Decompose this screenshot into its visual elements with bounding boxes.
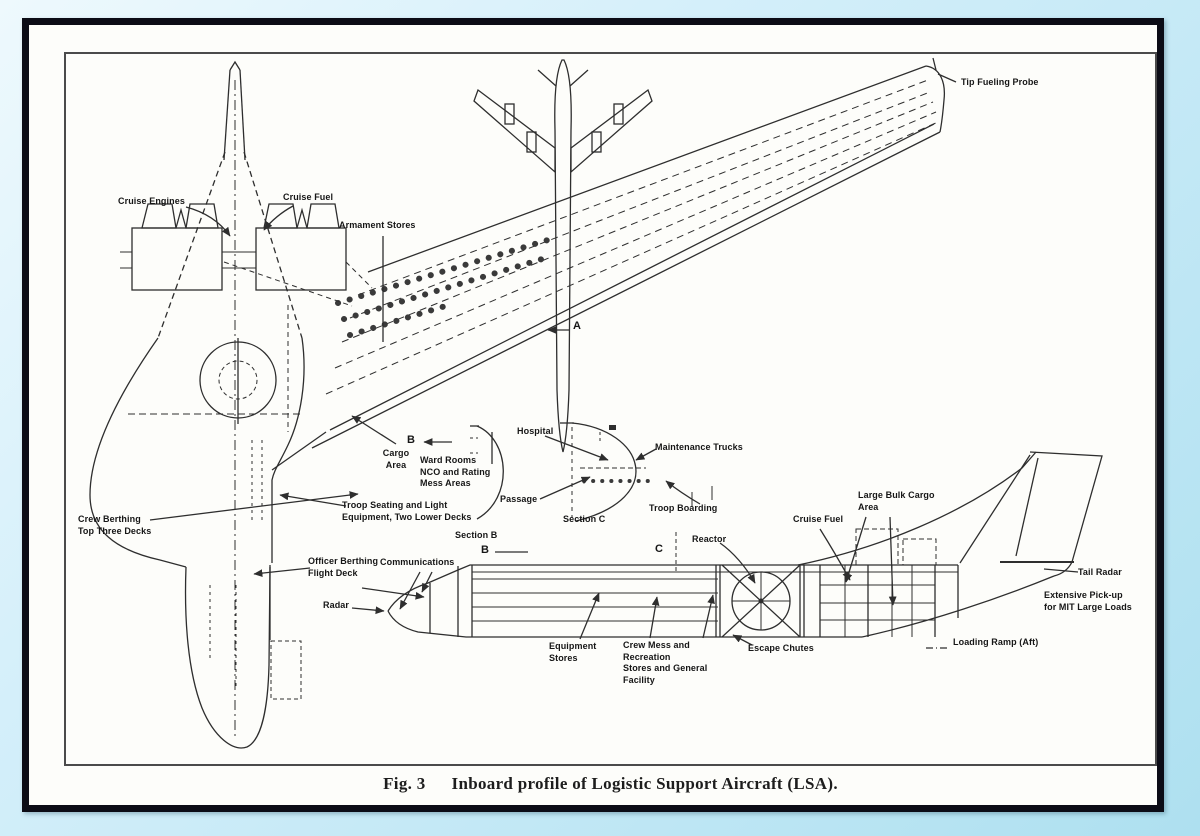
wing <box>223 57 946 449</box>
label-troop-seating: Troop Seating and Light Equipment, Two L… <box>342 500 472 522</box>
label-communications: Communications <box>380 557 455 567</box>
label-section-b: Section B <box>455 530 498 540</box>
label-cruise-fuel-top: Cruise Fuel <box>283 192 334 202</box>
label-reactor: Reactor <box>692 534 727 544</box>
label-extensive-pickup: Extensive Pick-up for MIT Large Loads <box>1044 590 1132 612</box>
plan-view <box>89 60 347 749</box>
section-c-drawing <box>560 422 650 522</box>
label-loading-ramp: Loading Ramp (Aft) <box>953 637 1039 647</box>
label-crew-berthing: Crew Berthing Top Three Decks <box>78 514 152 536</box>
label-cruise-fuel-side: Cruise Fuel <box>793 514 844 524</box>
leader-lines <box>149 73 1079 649</box>
label-tail-radar: Tail Radar <box>1078 567 1122 577</box>
label-section-c: Section C <box>563 514 606 524</box>
label-equipment-stores: Equipment Stores <box>549 641 597 663</box>
label-troop-boarding: Troop Boarding <box>649 503 718 513</box>
label-radar: Radar <box>323 600 350 610</box>
figure-border <box>64 52 1157 766</box>
label-armament-stores: Armament Stores <box>339 220 416 230</box>
figure-number: Fig. 3 <box>383 774 426 793</box>
label-escape-chutes: Escape Chutes <box>748 643 814 653</box>
figure-caption: Fig. 3 Inboard profile of Logistic Suppor… <box>64 774 1157 794</box>
section-marker-b-top: B <box>407 434 416 446</box>
label-large-bulk-cargo: Large Bulk Cargo Area <box>858 490 935 512</box>
section-marker-c: C <box>655 543 664 555</box>
label-passage: Passage <box>500 494 538 504</box>
section-marker-b-bottom: B <box>481 544 490 556</box>
label-cruise-engines: Cruise Engines <box>118 196 185 206</box>
label-cargo-area: Cargo Area <box>382 448 410 470</box>
label-hospital: Hospital <box>517 426 554 436</box>
comparison-aircraft <box>473 59 653 453</box>
label-crew-mess: Crew Mess and Recreation Stores and Gene… <box>623 640 708 686</box>
label-officer-berthing: Officer Berthing Flight Deck <box>308 556 379 578</box>
section-b-drawing <box>470 425 504 520</box>
side-profile <box>387 451 1103 638</box>
figure-caption-text: Inboard profile of Logistic Support Airc… <box>451 774 838 793</box>
label-ward-rooms: Ward Rooms NCO and Rating Mess Areas <box>420 455 491 489</box>
label-maintenance-trucks: Maintenance Trucks <box>655 442 743 452</box>
section-marker-a: A <box>573 320 582 332</box>
label-tip-fueling-probe: Tip Fueling Probe <box>961 77 1039 87</box>
black-frame <box>22 18 1164 812</box>
